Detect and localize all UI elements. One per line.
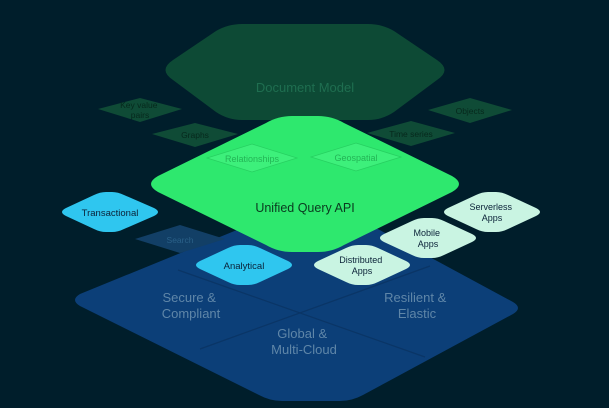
tile-label: Time series bbox=[389, 129, 433, 139]
base-label-secure: Secure & Compliant bbox=[162, 290, 221, 321]
tile-search: Search bbox=[135, 225, 225, 253]
document-layer: Document Model Key value pairs Graphs Ti… bbox=[98, 24, 512, 147]
document-layer-shape bbox=[165, 24, 445, 120]
tile-label: Search bbox=[167, 235, 194, 245]
tile-shape bbox=[309, 142, 403, 172]
base-divider bbox=[199, 265, 431, 350]
tile-shape bbox=[135, 225, 225, 253]
tile-label: Serverless Apps bbox=[469, 202, 514, 223]
tile-shape bbox=[380, 218, 476, 258]
tile-label: Geospatial bbox=[334, 153, 377, 163]
tile-label: Graphs bbox=[181, 130, 209, 140]
core-layer: Relationships Geospatial Unified Query A… bbox=[151, 116, 459, 252]
document-model-title: Document Model bbox=[256, 80, 354, 95]
base-divider bbox=[177, 269, 426, 358]
tile-shape bbox=[98, 98, 182, 122]
tile-label: Objects bbox=[456, 106, 485, 116]
tile-shape bbox=[62, 192, 158, 232]
tile-transactional: Transactional bbox=[62, 192, 158, 232]
tile-objects: Objects bbox=[428, 98, 512, 123]
tile-analytical: Analytical bbox=[196, 245, 292, 285]
tile-time-series: Time series bbox=[367, 121, 455, 146]
tile-label: Transactional bbox=[82, 208, 139, 219]
tile-graphs: Graphs bbox=[152, 123, 238, 147]
core-layer-shape bbox=[151, 116, 459, 252]
base-label-resilient: Resilient & Elastic bbox=[384, 290, 450, 321]
tile-relationships: Relationships bbox=[205, 143, 299, 173]
tile-key-value-pairs: Key value pairs bbox=[98, 98, 182, 122]
tile-label: Relationships bbox=[225, 154, 280, 164]
tile-distributed-apps: Distributed Apps bbox=[314, 245, 410, 285]
tile-label: Key value pairs bbox=[120, 100, 160, 120]
unified-query-api-title: Unified Query API bbox=[255, 201, 354, 215]
tile-shape bbox=[152, 123, 238, 147]
base-layer-shape bbox=[75, 214, 518, 401]
tile-shape bbox=[196, 245, 292, 285]
base-label-global: Global & Multi-Cloud bbox=[271, 326, 337, 357]
tile-shape bbox=[205, 143, 299, 173]
tile-label: Mobile Apps bbox=[413, 228, 442, 249]
tile-geospatial: Geospatial bbox=[309, 142, 403, 172]
tile-shape bbox=[367, 121, 455, 146]
tile-shape bbox=[428, 98, 512, 123]
base-layer: Secure & Compliant Resilient & Elastic G… bbox=[75, 214, 518, 401]
tile-label: Analytical bbox=[224, 261, 265, 272]
tile-label: Distributed Apps bbox=[339, 255, 385, 276]
tile-mobile-apps: Mobile Apps bbox=[380, 218, 476, 258]
tile-shape bbox=[444, 192, 540, 232]
tile-serverless-apps: Serverless Apps bbox=[444, 192, 540, 232]
tile-shape bbox=[314, 245, 410, 285]
